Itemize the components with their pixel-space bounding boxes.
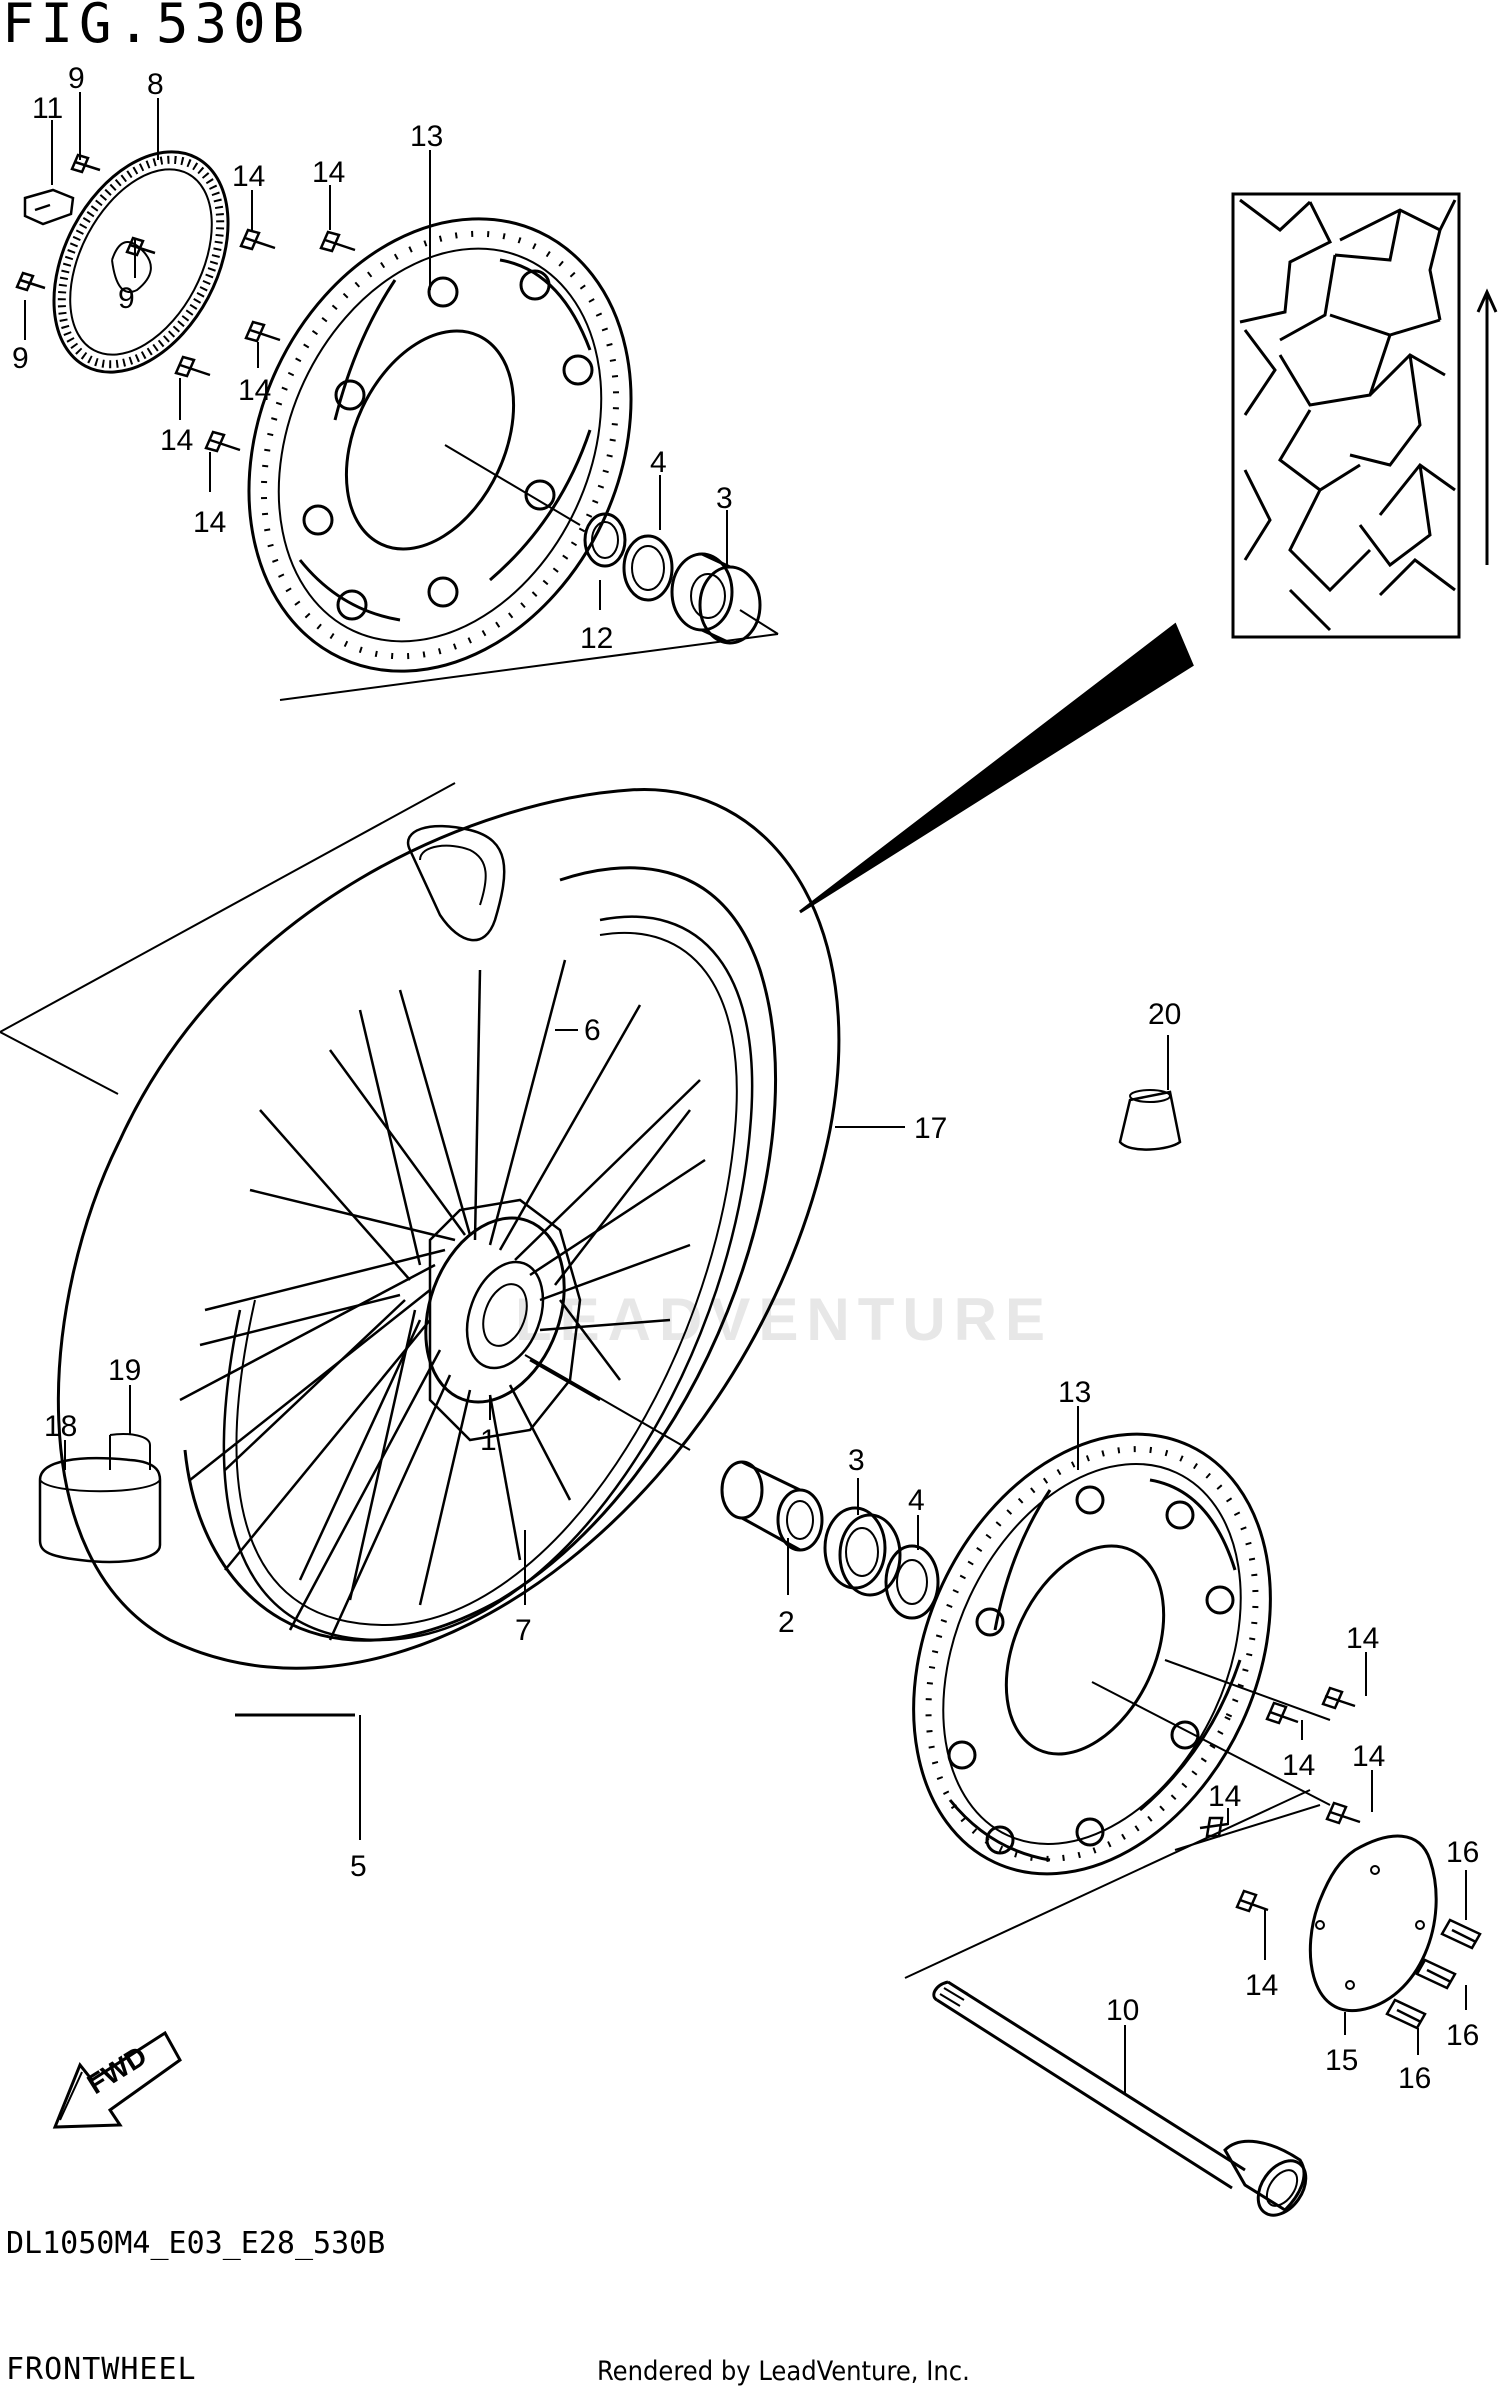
- callout-8: 8: [147, 68, 164, 101]
- callout-4: 4: [650, 446, 667, 479]
- valve-cap: [1118, 1089, 1182, 1151]
- callout-14: 14: [312, 156, 345, 189]
- tread-inset: [1231, 192, 1498, 639]
- callout-9: 9: [12, 342, 29, 375]
- upper-bearing-set: [583, 512, 762, 645]
- bolts-lower: [1164, 1659, 1361, 1913]
- callout-16: 16: [1446, 2019, 1479, 2052]
- figure-title: FIG.530B: [2, 0, 311, 55]
- callout-12: 12: [580, 622, 613, 655]
- upper-assembly-lines: [0, 609, 779, 1095]
- callout-3: 3: [716, 482, 733, 515]
- callout-3: 3: [848, 1444, 865, 1477]
- callout-leaders: [24, 92, 1467, 2095]
- fwd-arrow-icon: [52, 2030, 182, 2129]
- callout-9: 9: [118, 282, 135, 315]
- callout-14: 14: [1208, 1780, 1241, 1813]
- callout-14: 14: [193, 506, 226, 539]
- watermark-text: LEADVENTURE: [515, 1286, 1053, 1353]
- callout-13: 13: [410, 120, 443, 153]
- detail-pointer: [799, 622, 1194, 914]
- brake-disc-upper: [247, 217, 633, 673]
- callout-14: 14: [1352, 1740, 1385, 1773]
- callout-7: 7: [515, 1614, 532, 1647]
- callout-16: 16: [1446, 1836, 1479, 1869]
- render-credit: Rendered by LeadVenture, Inc.: [597, 2356, 970, 2387]
- callout-14: 14: [1282, 1749, 1315, 1782]
- assembly-name: FRONTWHEEL: [6, 2352, 197, 2387]
- callout-10: 10: [1106, 1994, 1139, 2027]
- callout-11: 11: [32, 92, 63, 125]
- callout-14: 14: [232, 160, 265, 193]
- callout-14: 14: [1245, 1969, 1278, 2002]
- callout-6: 6: [584, 1014, 601, 1047]
- callout-4: 4: [908, 1484, 925, 1517]
- callout-14: 14: [160, 424, 193, 457]
- callout-16: 16: [1398, 2062, 1431, 2095]
- callout-15: 15: [1325, 2044, 1358, 2077]
- callout-14: 14: [238, 374, 271, 407]
- callout-9: 9: [68, 62, 85, 95]
- callout-1: 1: [480, 1424, 497, 1457]
- front-axle: [904, 1789, 1311, 2217]
- tone-plate: [1308, 1834, 1482, 2030]
- callout-19: 19: [108, 1354, 141, 1387]
- wheel-assembly: [38, 788, 841, 1717]
- callout-17: 17: [914, 1112, 947, 1145]
- callout-20: 20: [1148, 998, 1181, 1031]
- lower-bearing-set: [720, 1460, 940, 1620]
- brake-disc-lower: [912, 1432, 1331, 1876]
- callout-14: 14: [1346, 1622, 1379, 1655]
- bolts-upper: [15, 153, 356, 453]
- callout-5: 5: [350, 1850, 367, 1883]
- model-code: DL1050M4_E03_E28_530B: [6, 2226, 386, 2261]
- callout-numbers: 9 11 8 9 9 14 14 14 14 14 13 4 3 12 20 6…: [12, 62, 1479, 2095]
- callout-18: 18: [44, 1410, 77, 1443]
- abs-sensor-ring: [52, 150, 230, 374]
- callout-13: 13: [1058, 1376, 1091, 1409]
- callout-2: 2: [778, 1606, 795, 1639]
